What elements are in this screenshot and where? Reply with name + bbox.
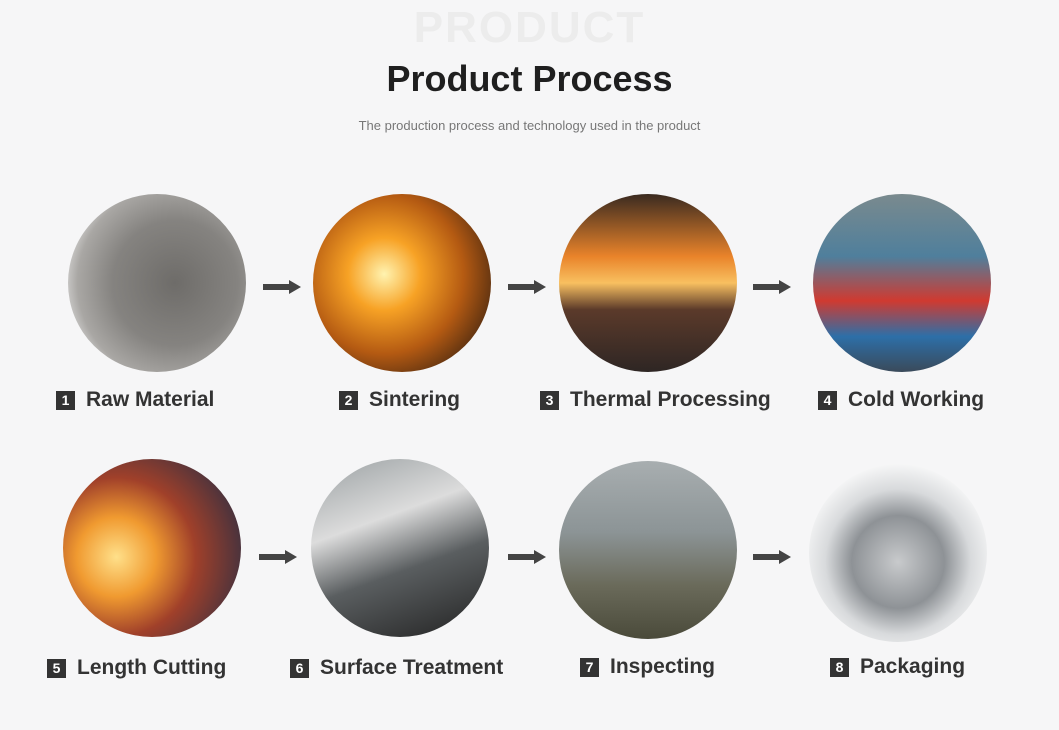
step-number-badge: 7 (580, 657, 599, 677)
arrow-icon (753, 550, 791, 564)
step-number-badge: 1 (56, 390, 75, 410)
arrow-icon (508, 280, 546, 294)
step-number-badge: 3 (540, 390, 559, 410)
sintering-image (313, 194, 491, 372)
raw-material-image (68, 194, 246, 372)
inspecting-image (559, 461, 737, 639)
page-title: Product Process (386, 58, 673, 99)
length-cutting-image (63, 459, 241, 637)
step-label: Packaging (860, 655, 966, 678)
step-label: Length Cutting (77, 656, 227, 679)
surface-treatment-image (311, 459, 489, 637)
step-label: Raw Material (86, 388, 215, 411)
step-length-cutting: 5 Length Cutting (47, 656, 226, 680)
step-number-badge: 6 (290, 658, 309, 678)
step-label: Sintering (369, 388, 461, 411)
step-inspecting: 7 Inspecting (580, 655, 715, 679)
step-thermal-processing: 3 Thermal Processing (540, 388, 771, 412)
step-sintering: 2 Sintering (339, 388, 460, 412)
step-packaging: 8 Packaging (830, 655, 965, 679)
step-cold-working: 4 Cold Working (818, 388, 984, 412)
arrow-icon (508, 550, 546, 564)
step-number-badge: 5 (47, 658, 66, 678)
step-surface-treatment: 6 Surface Treatment (290, 656, 503, 680)
cold-working-image (813, 194, 991, 372)
arrow-icon (259, 550, 297, 564)
step-raw-material: 1 Raw Material (56, 388, 214, 412)
packaging-image (809, 464, 987, 642)
step-number-badge: 2 (339, 390, 358, 410)
arrow-icon (753, 280, 791, 294)
arrow-icon (263, 280, 301, 294)
step-label: Thermal Processing (570, 388, 771, 411)
step-label: Cold Working (848, 388, 985, 411)
step-number-badge: 4 (818, 390, 837, 410)
step-label: Surface Treatment (320, 656, 504, 679)
page-subtitle: The production process and technology us… (358, 118, 701, 133)
watermark: PRODUCT (413, 3, 646, 52)
thermal-processing-image (559, 194, 737, 372)
step-label: Inspecting (610, 655, 716, 678)
step-number-badge: 8 (830, 657, 849, 677)
